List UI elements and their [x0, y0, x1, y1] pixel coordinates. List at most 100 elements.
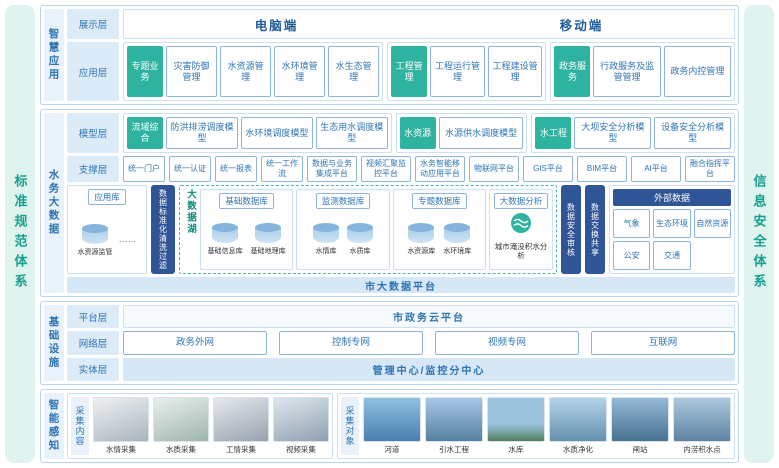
photo-item: 工情采集 — [212, 397, 269, 455]
support-node: AI平台 — [631, 156, 681, 182]
application-layer-label: 应用层 — [67, 42, 119, 101]
external-node: 交通 — [653, 241, 691, 270]
photo-item: 视频采集 — [272, 397, 329, 455]
display-layer-box: 电脑端 移动端 — [123, 9, 735, 39]
app-node: 政务内控管理 — [663, 46, 731, 97]
water-diversion-photo — [424, 397, 483, 442]
support-node: 物联网平台 — [469, 156, 519, 182]
section-smart-application: 智慧应用 展示层 电脑端 移动端 应用层 专题业务 灾害防御管理 水资源管理 水… — [40, 5, 739, 105]
photo-caption: 引水工程 — [438, 445, 469, 454]
platform-layer-label: 平台层 — [67, 305, 119, 329]
section-label-infrastructure: 基础设施 — [44, 305, 64, 381]
monitoring-database-title: 监测数据库 — [315, 193, 371, 209]
collection-content-label: 采集内容 — [71, 397, 89, 455]
app-node: 水环境管理 — [274, 46, 326, 97]
database-caption: 水环境库 — [443, 248, 472, 255]
database-cylinder-icon — [408, 223, 435, 243]
section-water-big-data: 水务大数据 模型层 流域综合 防洪排涝调度模型 水环境调度模型 生态用水调度模型… — [40, 109, 739, 297]
app-node: 工程运行管理 — [430, 46, 485, 97]
support-node: 融合指挥平台 — [685, 156, 735, 182]
model-group-water-resource: 水资源 水源供水调度模型 — [395, 113, 528, 153]
app-group-engineering: 工程管理 工程运行管理 工程建设管理 — [387, 42, 547, 101]
entity-layer-label: 实体层 — [67, 357, 119, 381]
collection-content-group: 采集内容 水情采集 水质采集 工情采集 — [67, 393, 333, 459]
model-node: 设备安全分析模型 — [654, 117, 731, 149]
management-center-bar: 管理中心/监控分中心 — [123, 357, 735, 381]
photo-caption: 水情采集 — [105, 445, 136, 454]
water-regime-sensor-photo — [93, 397, 149, 442]
app-group-special-business: 专题业务 灾害防御管理 水资源管理 水环境管理 水生态管理 — [123, 42, 384, 101]
network-node: 互联网 — [591, 331, 735, 355]
mobile-client-label: 移动端 — [559, 18, 604, 33]
data-security-audit-bar: 数据安全审核 — [561, 185, 581, 274]
support-node: GIS平台 — [523, 156, 573, 182]
big-data-analysis-title: 大数据分析 — [493, 193, 549, 209]
photo-caption: 河道 — [384, 445, 400, 454]
photo-item: 水情采集 — [93, 397, 149, 455]
photo-item: 河道 — [362, 397, 421, 455]
big-data-lake-box: 大数据湖 基础数据库 基础信息库 基础地理库 监测数据库 水情库 — [179, 185, 557, 274]
sluice-station-photo — [611, 397, 670, 442]
external-node: 气象 — [613, 209, 651, 238]
network-node: 政务外网 — [123, 331, 267, 355]
river-channel-photo — [362, 397, 421, 442]
database-caption: 水资源监管 — [77, 248, 113, 256]
support-node: 统一报表 — [215, 156, 257, 182]
external-data-box: 外部数据 气象 生态环境 自然资源 公安 交通 — [609, 185, 735, 274]
database-cylinder-icon — [212, 223, 239, 243]
photo-item: 水质采集 — [152, 397, 209, 455]
photo-item: 水质净化 — [548, 397, 607, 455]
group-head-water-engineering: 水工程 — [535, 117, 572, 149]
section-label-smart-application: 智慧应用 — [44, 9, 64, 101]
model-node: 防洪排涝调度模型 — [166, 117, 238, 149]
model-node: 水环境调度模型 — [240, 117, 313, 149]
support-node: BIM平台 — [577, 156, 627, 182]
thematic-database-title: 专题数据库 — [412, 193, 467, 209]
group-head-basin: 流域综合 — [127, 117, 163, 149]
external-node: 自然资源 — [693, 209, 731, 238]
gov-cloud-platform-bar: 市政务云平台 — [123, 305, 735, 329]
database-caption: 基础地理库 — [250, 248, 286, 255]
database-caption: 基础信息库 — [207, 248, 243, 255]
section-label-intelligent-perception: 智能感知 — [44, 393, 64, 459]
group-head-engineering: 工程管理 — [391, 46, 428, 97]
photo-caption: 水库 — [508, 445, 524, 454]
app-node: 工程建设管理 — [487, 46, 543, 97]
big-data-analysis-box: 大数据分析 城市淹没积水分析 — [488, 189, 553, 270]
photo-caption: 水质净化 — [562, 445, 593, 454]
model-node: 大坝安全分析模型 — [574, 117, 652, 149]
support-layer-label: 支撑层 — [67, 156, 119, 182]
support-node: 数据与业务集成平台 — [307, 156, 357, 182]
database-caption: 水情库 — [315, 248, 337, 255]
photo-caption: 内涝积水点 — [683, 445, 721, 454]
database-cylinder-icon — [444, 223, 471, 243]
model-group-basin: 流域综合 防洪排涝调度模型 水环境调度模型 生态用水调度模型 — [123, 113, 392, 153]
flood-analysis-icon — [509, 211, 533, 240]
support-node: 视频汇聚监控平台 — [361, 156, 411, 182]
application-database-title: 应用库 — [88, 189, 126, 205]
photo-item: 水库 — [486, 397, 545, 455]
photo-item: 闸站 — [611, 397, 670, 455]
monitoring-database-group: 监测数据库 水情库 水质库 — [296, 189, 390, 270]
app-node: 水资源管理 — [220, 46, 272, 97]
app-group-government: 政务服务 行政服务及监管管理 政务内控管理 — [550, 42, 735, 101]
collection-objects-label: 采集对象 — [340, 397, 359, 455]
data-exchange-share-bar: 数据交换共享 — [585, 185, 605, 274]
big-data-lake-label: 大数据湖 — [185, 189, 196, 235]
section-intelligent-perception: 智能感知 采集内容 水情采集 水质采集 — [40, 389, 739, 463]
analysis-caption: 城市淹没积水分析 — [494, 242, 548, 261]
model-group-water-engineering: 水工程 大坝安全分析模型 设备安全分析模型 — [531, 113, 735, 153]
photo-caption: 闸站 — [632, 445, 648, 454]
network-node: 视频专网 — [435, 331, 579, 355]
group-head-government: 政务服务 — [554, 46, 591, 97]
waterlogging-point-photo — [673, 397, 732, 442]
database-cylinder-icon — [346, 223, 373, 243]
display-layer-label: 展示层 — [67, 9, 119, 39]
reservoir-photo — [486, 397, 545, 442]
engineering-sensor-photo — [212, 397, 269, 442]
collection-objects-group: 采集对象 河道 引水工程 水库 — [336, 393, 735, 459]
group-head-water-resource: 水资源 — [399, 117, 436, 149]
photo-caption: 视频采集 — [285, 445, 316, 454]
database-caption: 水资源库 — [407, 248, 436, 255]
